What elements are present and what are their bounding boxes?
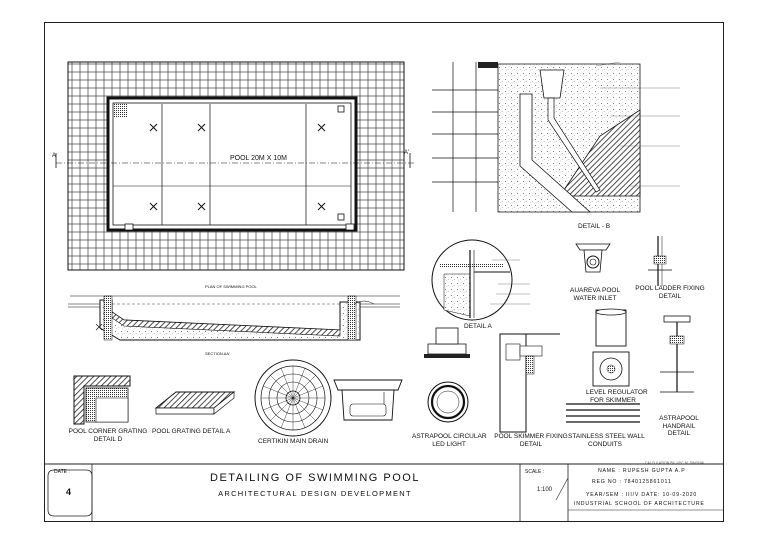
ladder-label: POOL LADDER FIXING DETAIL: [630, 285, 710, 300]
skimmer-line2: DETAIL: [519, 440, 543, 448]
year-semester-date: YEAR/SEM : III/V DATE: 10-09-2020: [586, 492, 698, 498]
copyright-note: CALCULATION BY J P.C.M. SINGHAL: [645, 461, 706, 465]
detail-a-drawing: [431, 239, 530, 321]
corner-grating-label: POOL CORNER GRATING DETAIL D: [68, 428, 148, 443]
scale-value: 1:100: [537, 487, 553, 493]
wall-conduits-label: STAINLESS STEEL WALL CONDUITS: [568, 433, 645, 448]
pool-plan: [55, 61, 416, 271]
handrail-label: ASTRAPOOL HANDRAIL DETAIL: [658, 415, 700, 438]
student-name: NAME : RUPESH GUPTA A.P: [598, 468, 686, 474]
ladder-label-line1: POOL LADDER FIXING: [635, 285, 705, 292]
pool-section: [68, 295, 400, 341]
grating-a-drawing: [154, 391, 236, 415]
level-regulator-drawing: [592, 308, 630, 387]
led-light-label: ASTRAPOOL CIRCULAR LED LIGHT: [412, 433, 487, 448]
sheet-title: DETAILING OF SWIMMING POOL: [210, 472, 420, 484]
handrail-line2: HANDRAIL: [662, 422, 696, 430]
registration-number: REG NO : 7840125861011: [592, 479, 672, 485]
auareva-label-line2: WATER INLET: [573, 294, 617, 302]
section-marker-left: A: [52, 153, 57, 159]
wall-conduits-line1: STAINLESS STEEL WALL: [568, 433, 645, 440]
detail-b-label: DETAIL - B: [578, 223, 611, 230]
auareva-inlet-drawing: [575, 243, 611, 273]
main-drain-drawing: [254, 359, 332, 437]
ladder-fixing-drawing: [648, 236, 672, 286]
skimmer-fixing-drawing: [424, 327, 560, 433]
date-label: DATE :: [54, 469, 70, 475]
led-light-drawing: [427, 381, 469, 423]
wall-conduits-drawing: [566, 403, 640, 423]
section-marker-right: A': [404, 150, 410, 156]
wall-conduits-line2: CONDUITS: [588, 440, 622, 448]
handrail-line3: DETAIL: [667, 430, 691, 437]
sheet-number: 4: [66, 487, 72, 497]
handrail-line1: ASTRAPOOL: [659, 415, 699, 422]
grating-a-label: POOL GRATING DETAIL A: [152, 428, 231, 435]
led-light-line2: LED LIGHT: [432, 440, 466, 448]
auareva-label: AUAREVA POOL WATER INLET: [570, 287, 620, 302]
corner-grating-line2: DETAIL D: [93, 435, 123, 443]
level-regulator-label: LEVEL REGULATOR FOR SKIMMER: [586, 389, 648, 404]
main-drain-label: CERTIKIN MAIN DRAIN: [258, 438, 329, 445]
auareva-label-line1: AUAREVA POOL: [570, 287, 621, 294]
pool-size-label: POOL 20M X 10M: [230, 155, 287, 162]
level-regulator-line2: FOR SKIMMER: [590, 396, 636, 404]
title-block: [44, 463, 724, 522]
level-regulator-line1: LEVEL REGULATOR: [586, 389, 648, 396]
detail-b-drawing: [432, 61, 680, 213]
scale-label: SCALE :: [525, 469, 545, 475]
led-light-line1: ASTRAPOOL CIRCULAR: [412, 433, 487, 440]
handrail-drawing: [660, 315, 694, 393]
sheet-subtitle: ARCHITECTURAL DESIGN DEVELOPMENT: [218, 489, 412, 498]
ladder-label-line2: DETAIL: [658, 292, 682, 300]
detail-a-label: DETAIL A: [464, 323, 492, 330]
skimmer-line1: POOL SKIMMER FIXING: [494, 433, 568, 440]
plan-title: PLAN OF SWIMMING POOL: [205, 284, 257, 289]
drain-box-drawing: [333, 379, 403, 421]
corner-grating-line1: POOL CORNER GRATING: [68, 428, 148, 435]
section-title: SECTION AA': [205, 351, 230, 356]
school-name: INDUSTRIAL SCHOOL OF ARCHITECTURE: [574, 501, 705, 507]
corner-grating-drawing: [73, 375, 131, 425]
skimmer-label: POOL SKIMMER FIXING DETAIL: [494, 433, 568, 448]
